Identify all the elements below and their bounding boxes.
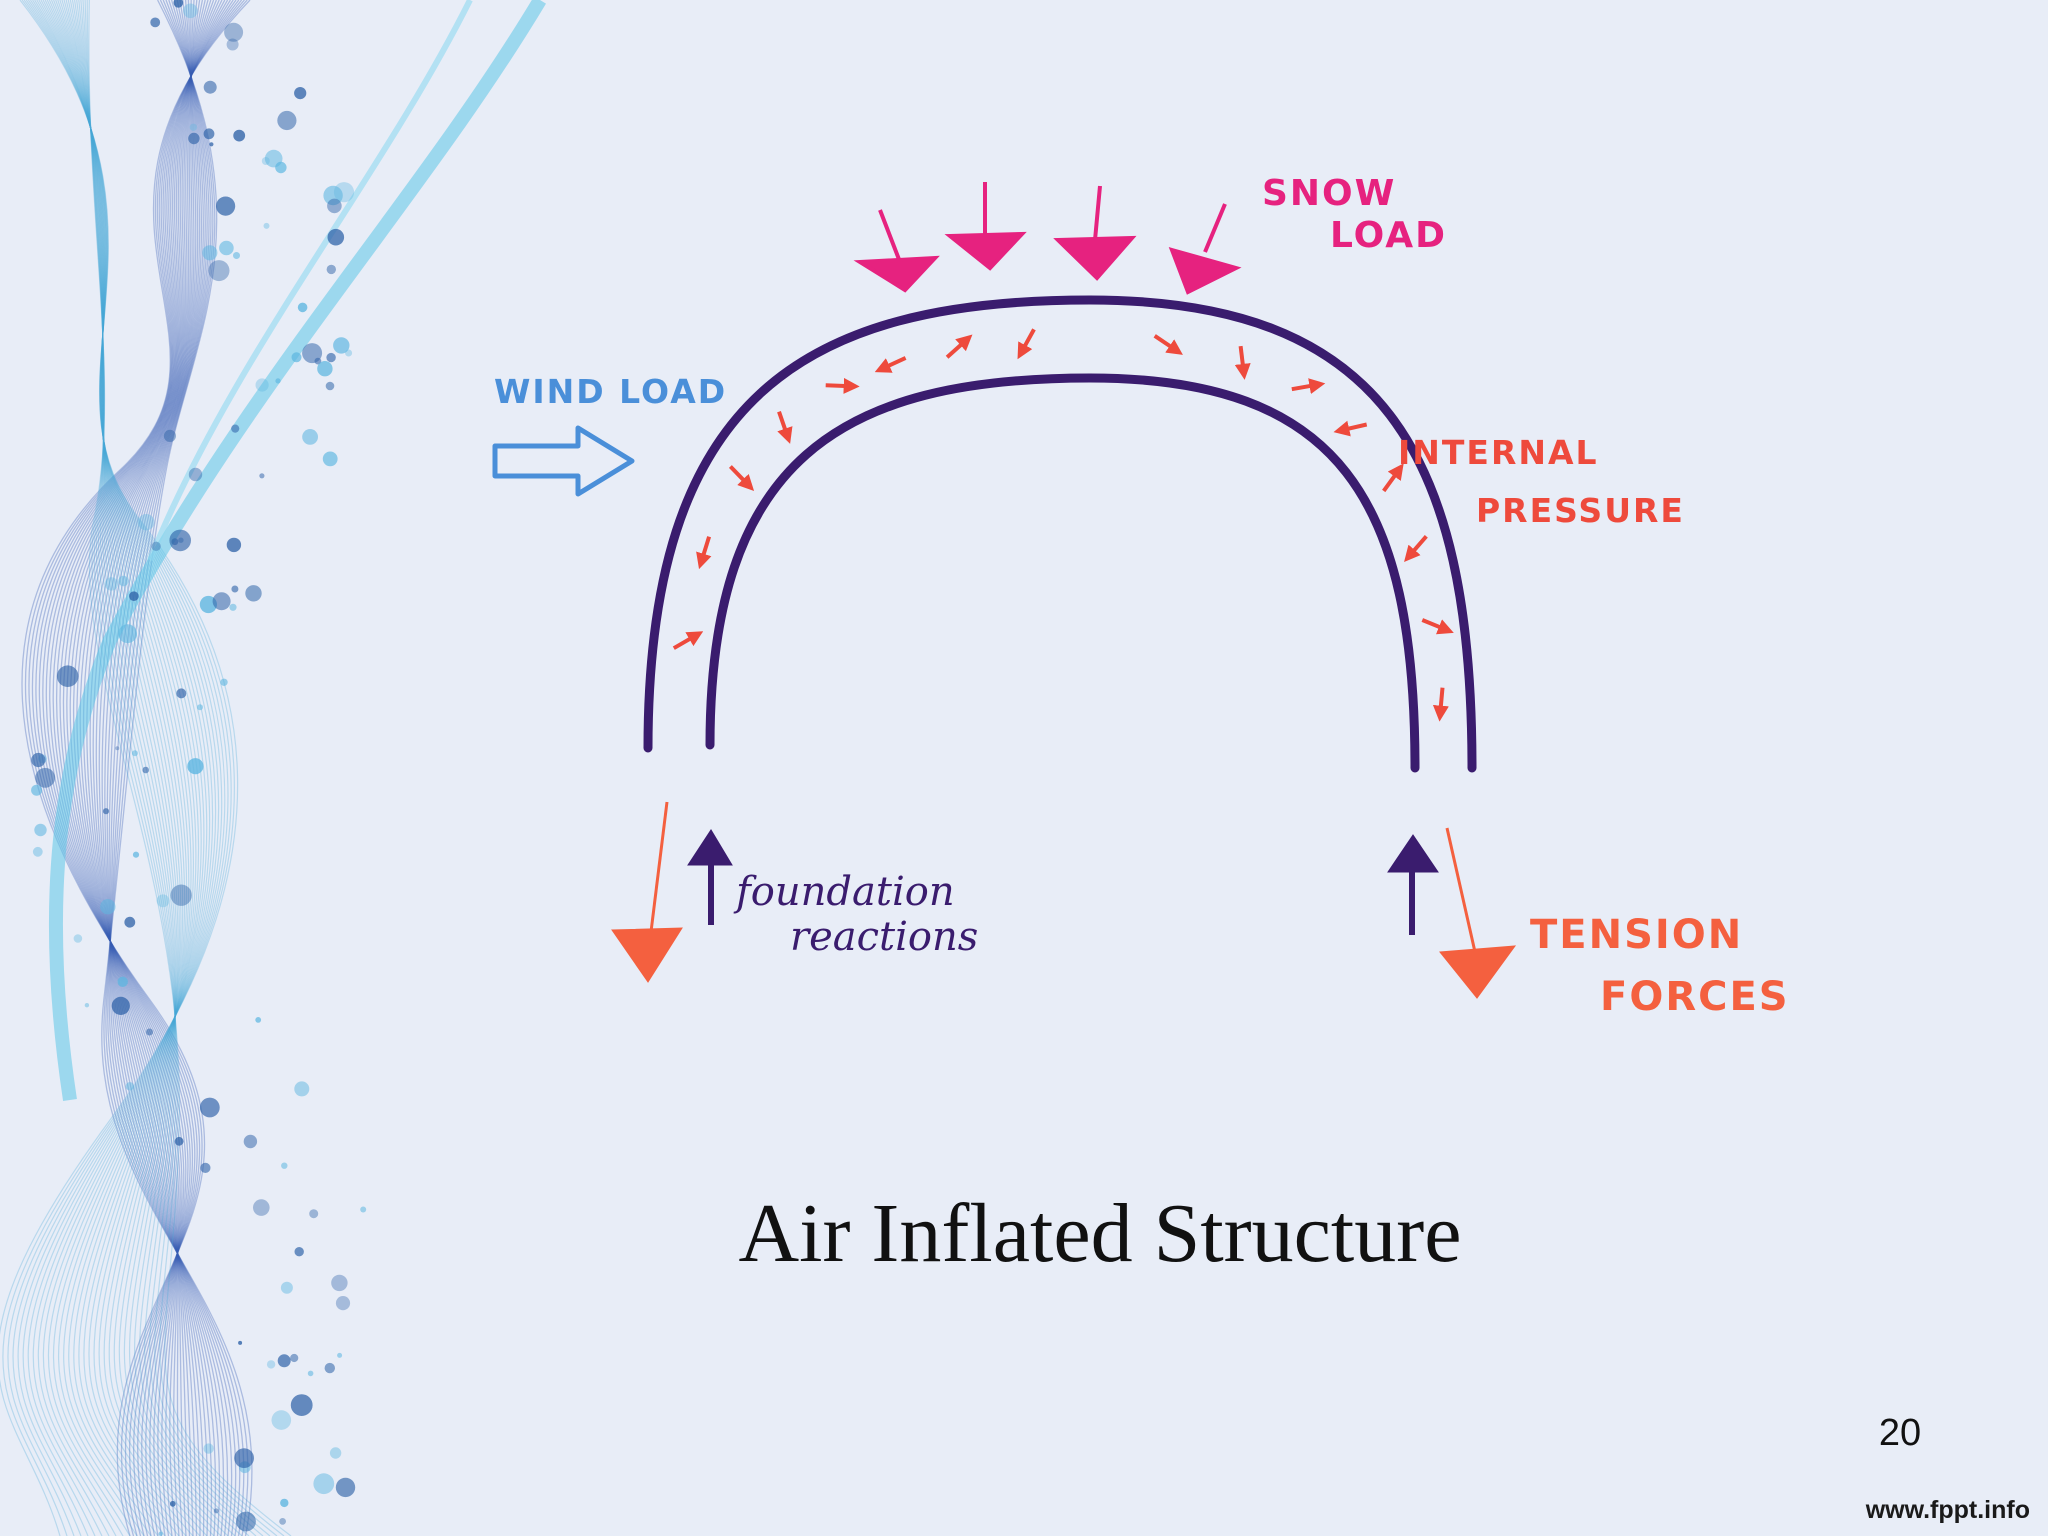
pressure-arrow xyxy=(874,356,907,373)
pressure-arrow xyxy=(728,465,755,491)
pressure-arrow xyxy=(672,631,704,650)
cyan-swoosh xyxy=(48,0,547,1102)
foundation-reaction-arrows xyxy=(687,829,1439,935)
arch-inner-wall xyxy=(705,373,1420,773)
slide-title: Air Inflated Structure xyxy=(738,1187,1462,1280)
pressure-arrow xyxy=(1017,328,1036,360)
wind-load-arrow xyxy=(492,425,635,497)
pressure-arrow xyxy=(1432,687,1449,722)
pressure-arrow xyxy=(1291,378,1326,394)
pressure-arrow xyxy=(1234,345,1251,380)
snow-arrow xyxy=(853,209,940,293)
snow-arrow xyxy=(1168,203,1242,295)
arch-outer-wall xyxy=(643,295,1477,773)
tension-arrow-right xyxy=(1439,827,1517,999)
website-footer: www.fppt.info xyxy=(1865,1496,2030,1524)
snow-load-arrows xyxy=(853,182,1242,295)
pressure-arrow xyxy=(1153,334,1183,355)
snow-arrow xyxy=(1053,185,1137,281)
pressure-arrow xyxy=(945,334,973,359)
pressure-arrow xyxy=(1333,420,1368,437)
internal-pressure-label-line2: PRESSURE xyxy=(1476,491,1685,530)
foundation-reactions-label-line2: reactions xyxy=(790,914,978,960)
tension-force-arrows xyxy=(611,801,1517,999)
foundation-reactions-label-line1: foundation xyxy=(733,869,955,915)
pressure-arrow xyxy=(1382,463,1404,493)
internal-pressure-label: INTERNAL PRESSURE xyxy=(1398,433,1685,530)
tension-forces-label: TENSION FORCES xyxy=(1530,912,1790,1020)
foundation-arrow-right xyxy=(1387,834,1439,935)
foundation-arrow-left xyxy=(687,829,733,925)
pressure-arrow xyxy=(1404,534,1428,562)
page-number: 20 xyxy=(1878,1412,1922,1454)
pressure-arrow xyxy=(825,377,860,394)
snow-load-label-line2: LOAD xyxy=(1330,215,1447,256)
tension-forces-label-line1: TENSION xyxy=(1530,912,1743,958)
internal-pressure-arrows xyxy=(672,328,1454,722)
pressure-arrow xyxy=(1421,618,1454,635)
pressure-arrow xyxy=(777,411,793,444)
pressure-arrow xyxy=(696,536,712,570)
wind-load-label: WIND LOAD xyxy=(494,372,727,411)
internal-pressure-label-line1: INTERNAL xyxy=(1398,433,1599,472)
foundation-reactions-label: foundation reactions xyxy=(733,869,978,960)
snow-load-label-line1: SNOW xyxy=(1262,173,1396,214)
snow-arrow xyxy=(944,182,1027,271)
tension-arrow-left xyxy=(611,801,683,983)
tension-forces-label-line2: FORCES xyxy=(1600,974,1790,1020)
snow-load-label: SNOW LOAD xyxy=(1262,173,1447,256)
